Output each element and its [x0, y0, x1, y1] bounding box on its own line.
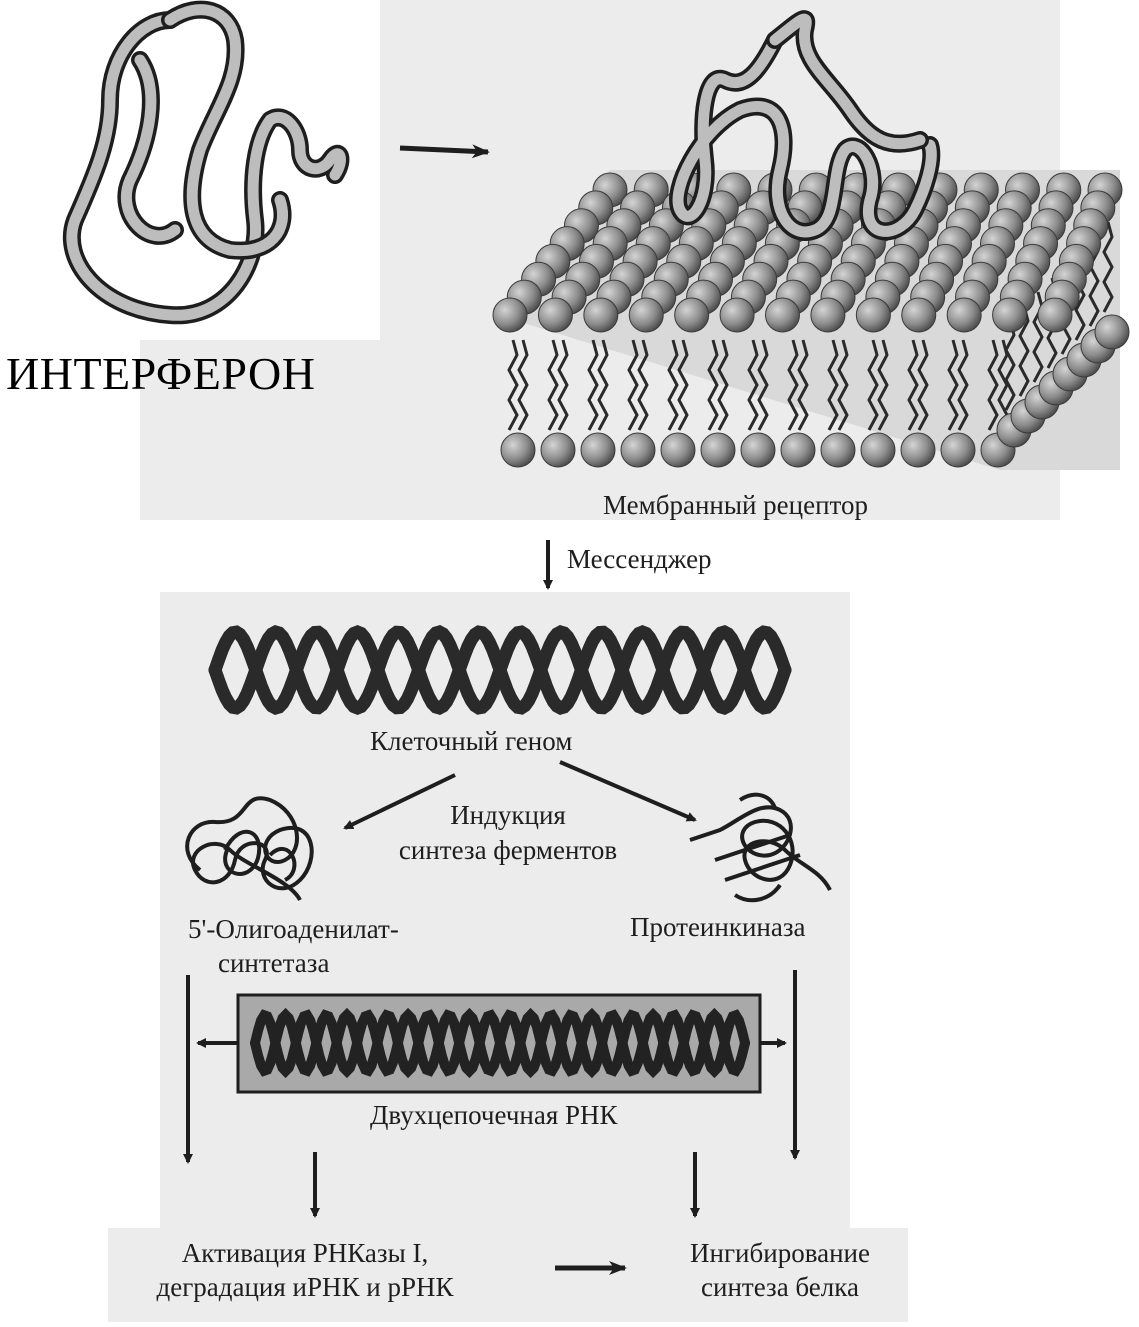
lipid-tail [507, 339, 519, 431]
lipid-head [719, 297, 755, 333]
protein-kinase-label: Протеинкиназа [630, 912, 806, 942]
lipid-head [992, 297, 1028, 333]
lipid-head [855, 297, 891, 333]
lipid-tail [987, 339, 999, 431]
oligosynthetase-label-2: синтетаза [218, 948, 330, 978]
lipid-head [628, 297, 664, 333]
membrane-bilayer [492, 170, 1130, 470]
lipid-tail [947, 339, 959, 431]
cell-genome-label: Клеточный геном [370, 726, 573, 756]
lipid-head [620, 432, 656, 468]
lipid-head [780, 432, 816, 468]
arrow-to-oligosynthetase [343, 773, 456, 830]
receptor-protein [669, 10, 941, 241]
lipid-tail [587, 339, 599, 431]
arrow-to-receptor [399, 144, 490, 159]
lipid-tail [747, 339, 759, 431]
protein-kinase-enzyme [689, 792, 832, 903]
lipid-tail [957, 339, 969, 431]
lipid-head [940, 432, 976, 468]
lipid-tail [637, 339, 649, 431]
lipid-tail [677, 339, 689, 431]
inhibition-label-2: синтеза белка [701, 1272, 859, 1302]
pathway-arrows [183, 970, 800, 1275]
lipid-head [946, 297, 982, 333]
lipid-tail [557, 339, 569, 431]
lipid-tail [787, 339, 799, 431]
lipid-head [860, 432, 896, 468]
lipid-tail [877, 339, 889, 431]
activation-label-2: деградация иРНК и рРНК [156, 1272, 454, 1302]
lipid-tail [1102, 221, 1114, 313]
lipid-head [901, 297, 937, 333]
lipid-tail [917, 339, 929, 431]
inhibition-label-1: Ингибирование [690, 1238, 870, 1268]
oligosynthetase-label-1: 5'-Олигоаденилат- [188, 914, 399, 944]
lipid-tail [757, 339, 769, 431]
lipid-head [820, 432, 856, 468]
dsrna-box [236, 993, 762, 1094]
lipid-head [700, 432, 736, 468]
lipid-tail [907, 339, 919, 431]
lipid-tail [827, 339, 839, 431]
lipid-tail [837, 339, 849, 431]
lipid-tail [547, 339, 559, 431]
lipid-tail [797, 339, 809, 431]
lipid-tail [667, 339, 679, 431]
messenger-label: Мессенджер [567, 544, 712, 574]
lipid-head [537, 297, 573, 333]
lipid-head [810, 297, 846, 333]
arrow-to-protein-kinase [559, 760, 697, 822]
lipid-head [1037, 297, 1073, 333]
lipid-tail [1004, 319, 1016, 411]
lipid-head [900, 432, 936, 468]
lipid-head [1094, 314, 1130, 350]
lipid-tail [717, 339, 729, 431]
lipid-tail [517, 339, 529, 431]
lipid-tail [867, 339, 879, 431]
dsrna-label: Двухцепочечная РНК [370, 1100, 618, 1130]
lipid-head [540, 432, 576, 468]
lipid-head [674, 297, 710, 333]
lipid-tail [1018, 305, 1030, 397]
induction-label-1: Индукция [450, 800, 566, 830]
lipid-head [583, 297, 619, 333]
interferon-title: ИНТЕРФЕРОН [6, 348, 316, 399]
lipid-tail [597, 339, 609, 431]
membrane-receptor-label: Мембранный рецептор [603, 490, 868, 520]
lipid-tail [627, 339, 639, 431]
oligosynthetase-enzyme [185, 796, 314, 902]
lipid-head [492, 297, 528, 333]
lipid-head [580, 432, 616, 468]
activation-label-1: Активация РНКазы I, [181, 1238, 429, 1268]
lipid-tail [707, 339, 719, 431]
lipid-head [765, 297, 800, 333]
lipid-head [500, 432, 536, 468]
dna-helix [208, 625, 792, 715]
interferon-protein [62, 0, 350, 325]
lipid-head [740, 432, 776, 468]
induction-label-2: синтеза ферментов [398, 835, 618, 865]
lipid-head [660, 432, 696, 468]
